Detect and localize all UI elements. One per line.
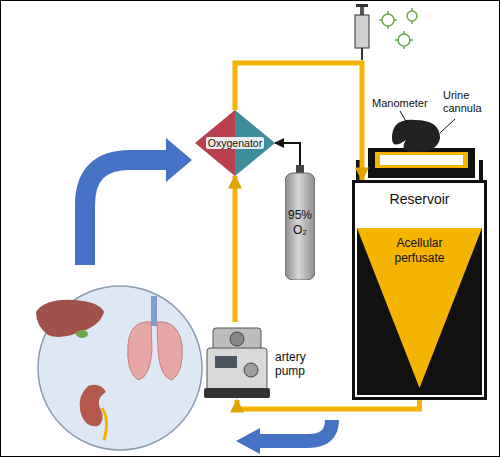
flow-connector	[235, 63, 362, 180]
gas-cylinder: 95% O₂	[285, 165, 315, 280]
perfusate-funnel: Acellular perfusate	[357, 228, 482, 395]
organ-circle	[36, 286, 202, 450]
organ-chamber	[356, 111, 483, 180]
node-text: Oxygenator	[206, 137, 264, 149]
syringe	[355, 4, 369, 60]
flow-arrow	[236, 420, 332, 454]
flow-arrow	[85, 138, 192, 265]
reservoir-box: ReservoirAcellular perfusate	[352, 180, 487, 400]
flow-connector	[233, 176, 238, 322]
node-text: Reservoir	[355, 191, 484, 207]
part-label: Manometer	[372, 97, 436, 110]
part-label: Urine cannula	[443, 89, 495, 115]
node-text: Acellular perfusate	[377, 236, 462, 266]
flow-connector	[275, 143, 300, 165]
node-text: 95% O₂	[287, 208, 313, 238]
node-text: artery pump	[275, 350, 318, 379]
artery-pump: artery pump	[203, 322, 322, 400]
virus-icon	[379, 8, 417, 49]
oxygenator-diamond: Oxygenator	[195, 110, 275, 176]
